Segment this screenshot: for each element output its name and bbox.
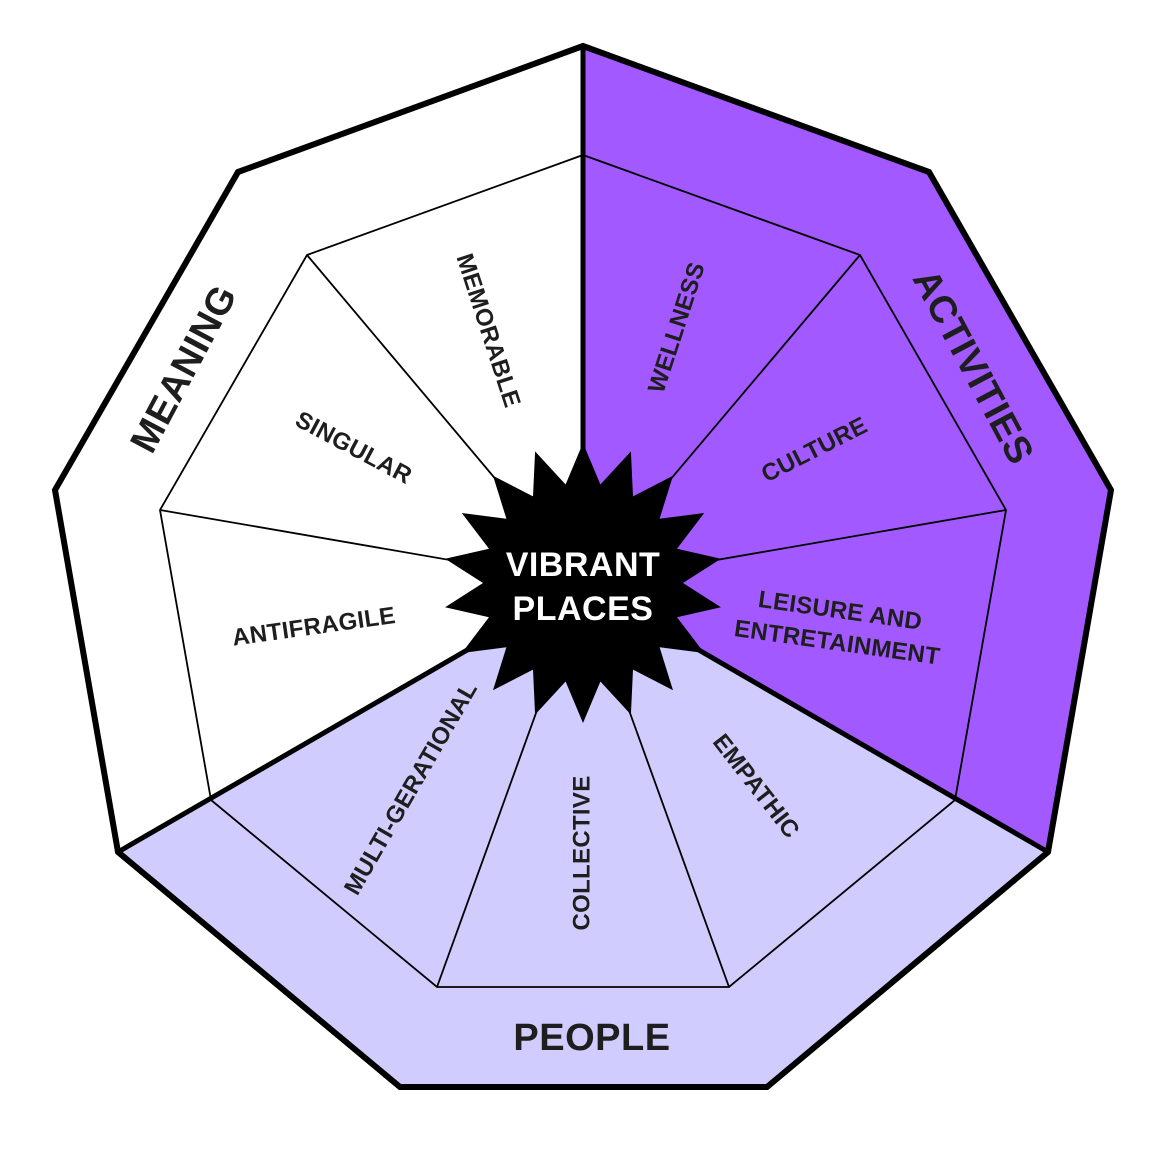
people-outer-band [118,583,1048,1087]
category-people-label: PEOPLE [513,1017,670,1059]
outer-border [51,42,1115,1090]
center-title-line2: PLACES [513,590,654,628]
center-starburst [445,443,721,723]
center-title-line1: VIBRANT [506,546,661,584]
segment-collective-label: COLLECTIVE [568,775,595,930]
meaning-outer-band [55,46,583,852]
activities-outer-band [583,46,1111,852]
